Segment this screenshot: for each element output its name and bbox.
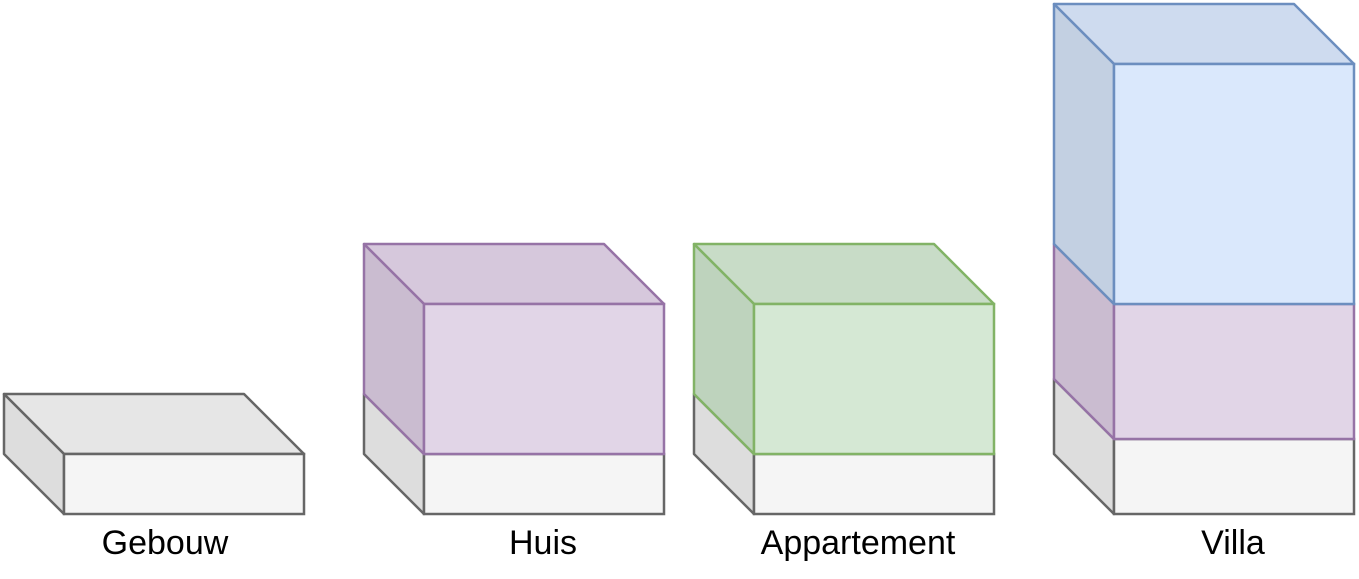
gebouw-block <box>2 392 306 516</box>
villa-base-front-face <box>1112 437 1356 516</box>
appartement-block <box>692 242 996 516</box>
gebouw-label: Gebouw <box>102 524 229 562</box>
appartement-front-face <box>752 302 996 456</box>
huis-front-face <box>422 302 666 456</box>
huis-base-front-face <box>422 452 666 516</box>
villa-block <box>1052 2 1356 516</box>
appartement-base-front-face <box>752 452 996 516</box>
huis-label: Huis <box>509 524 577 562</box>
villa-upper-front-face <box>1112 62 1356 306</box>
villa-middle-front-face <box>1112 302 1356 441</box>
huis-block <box>362 242 666 516</box>
villa-label: Villa <box>1201 524 1265 562</box>
appartement-label: Appartement <box>761 524 956 562</box>
gebouw-front-face <box>62 452 306 516</box>
